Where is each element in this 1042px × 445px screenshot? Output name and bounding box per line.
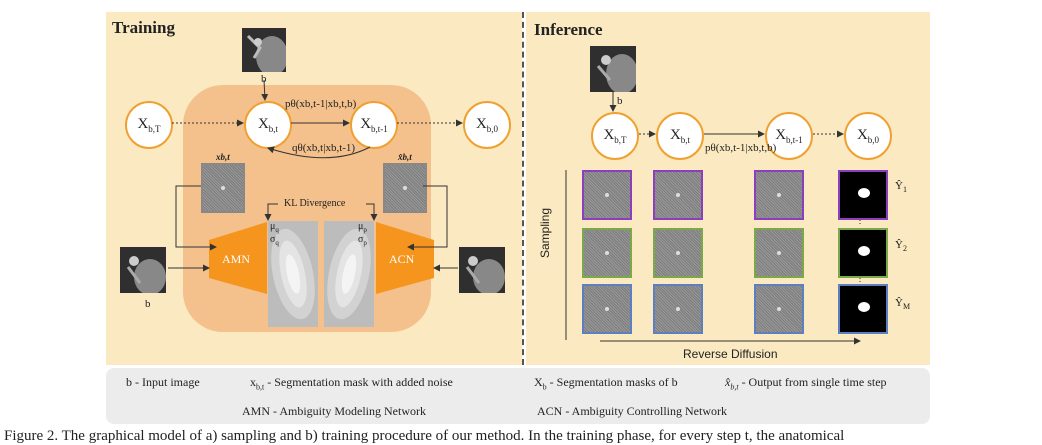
legend-b: b - Input image <box>126 375 200 389</box>
inference-noisy-sample <box>754 170 804 220</box>
training-b-label-top: b <box>261 73 267 85</box>
y2-label: Ŷ2 <box>895 239 907 254</box>
training-output-mask <box>383 163 427 213</box>
inference-noisy-sample <box>653 284 703 334</box>
figure-caption: Figure 2. The graphical model of a) samp… <box>4 428 845 444</box>
inference-output-mask <box>838 170 888 220</box>
gaussian-p-box <box>324 221 374 327</box>
training-node-xb0: Xb,0 <box>463 101 511 149</box>
inference-title: Inference <box>534 20 603 39</box>
ym-label: ŶM <box>895 297 911 312</box>
training-noisy-mask <box>201 163 245 213</box>
inference-node-xbt1: Xb,t-1 <box>765 112 813 160</box>
training-ct-image-left <box>120 247 166 293</box>
reverse-diffusion-label: Reverse Diffusion <box>683 347 778 361</box>
training-b-label-left: b <box>145 298 151 310</box>
inference-noisy-sample <box>582 228 632 278</box>
inference-noisy-sample <box>653 170 703 220</box>
training-node-xbt: Xb,t <box>244 101 292 149</box>
training-ct-image-top <box>242 28 286 72</box>
training-node-xbt1: Xb,t-1 <box>350 101 398 149</box>
legend-amn: AMN - Ambiguity Modeling Network <box>242 404 426 418</box>
legend-acn: ACN - Ambiguity Controlling Network <box>537 404 727 418</box>
acn-network <box>376 222 434 294</box>
inference-b-label: b <box>617 95 623 107</box>
inference-noisy-sample <box>754 284 804 334</box>
training-noisy-label: xb,t <box>216 152 230 162</box>
inference-node-xbT: Xb,T <box>591 112 639 160</box>
amn-label: AMN <box>222 252 251 266</box>
amn-network <box>209 222 267 294</box>
inference-noisy-sample <box>582 170 632 220</box>
inference-noisy-sample <box>582 284 632 334</box>
training-ct-image-right <box>459 247 505 293</box>
inference-noisy-sample <box>754 228 804 278</box>
inference-ct-image <box>590 46 636 92</box>
training-output-label: x̂b,t <box>398 152 412 162</box>
training-p-label: pθ(xb,t-1|xb,t,b) <box>285 98 357 110</box>
inference-node-xbt: Xb,t <box>656 112 704 160</box>
inference-output-mask <box>838 284 888 334</box>
gaussian-q-box <box>268 221 318 327</box>
inference-output-mask <box>838 228 888 278</box>
legend-box <box>106 368 930 424</box>
legend-xhat: x̂b,t - Output from single time step <box>725 375 887 392</box>
panel-divider <box>522 12 524 365</box>
inference-noisy-sample <box>653 228 703 278</box>
legend-xb: Xb - Segmentation masks of b <box>534 375 678 392</box>
training-node-xbT: Xb,T <box>125 101 173 149</box>
training-title: Training <box>112 18 175 37</box>
training-q-label: qθ(xb,t|xb,t-1) <box>292 142 356 154</box>
inference-p-label: pθ(xb,t-1|xb,t,b) <box>705 142 777 154</box>
inference-node-xb0: Xb,0 <box>844 112 892 160</box>
y1-label: Ŷ1 <box>895 180 907 195</box>
kl-divergence-label: KL Divergence <box>284 198 346 209</box>
acn-label: ACN <box>389 252 415 266</box>
legend-xbt: xb,t - Segmentation mask with added nois… <box>250 375 453 392</box>
